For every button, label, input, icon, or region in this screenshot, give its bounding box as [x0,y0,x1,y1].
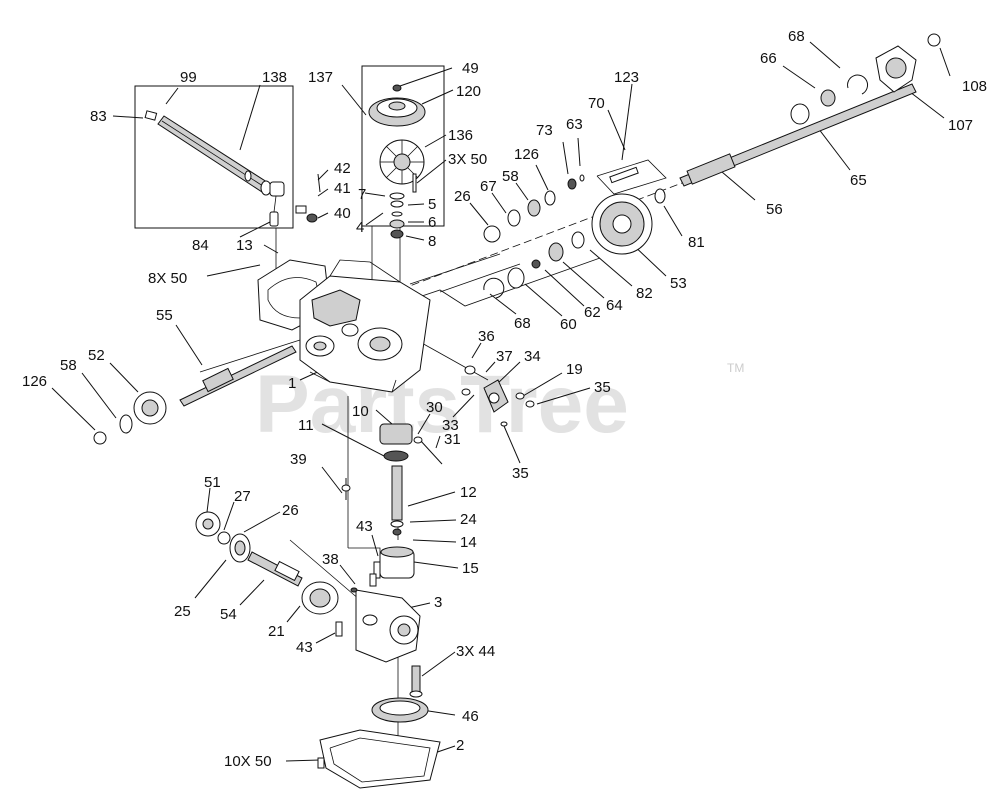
callout-10x50: 10X 50 [224,753,272,770]
callout-8x50: 8X 50 [148,270,187,287]
fan-assembly [295,84,426,239]
callout-30: 30 [426,399,443,416]
callout-126-left: 126 [22,373,47,390]
callout-58-left: 58 [60,357,77,374]
callout-137: 137 [308,69,333,86]
callout-52: 52 [88,347,105,364]
callout-68-bottom: 68 [514,315,531,332]
callout-38: 38 [322,551,339,568]
callout-35-upper: 35 [594,379,611,396]
callout-21: 21 [268,623,285,640]
callout-108: 108 [962,78,987,95]
callout-31: 31 [444,431,461,448]
callout-27: 27 [234,488,251,505]
tube-assembly [144,110,285,227]
callout-58-right: 58 [502,168,519,185]
callout-83: 83 [90,108,107,125]
callout-4: 4 [356,219,364,236]
callout-53: 53 [670,275,687,292]
callout-46: 46 [462,708,479,725]
callout-64: 64 [606,297,623,314]
callout-35-lower: 35 [512,465,529,482]
callout-3: 3 [434,594,442,611]
leader-lines [51,41,951,762]
callout-55: 55 [156,307,173,324]
callout-26-right: 26 [454,188,471,205]
callout-68-top: 68 [788,28,805,45]
callout-120: 120 [456,83,481,100]
callout-10: 10 [352,403,369,420]
callout-15: 15 [462,560,479,577]
callout-107: 107 [948,117,973,134]
watermark-trademark: TM [727,361,744,375]
callout-62: 62 [584,304,601,321]
callout-25: 25 [174,603,191,620]
callout-67: 67 [480,178,497,195]
callout-70: 70 [588,95,605,112]
callout-24: 24 [460,511,477,528]
callout-7: 7 [358,186,366,203]
callout-123: 123 [614,69,639,86]
callout-43-upper: 43 [356,518,373,535]
callout-6: 6 [428,214,436,231]
callout-14: 14 [460,534,477,551]
callout-labels: 99 138 83 137 49 120 136 3X 50 42 41 7 5… [22,28,987,770]
callout-54: 54 [220,606,237,623]
callout-41: 41 [334,180,351,197]
callout-99: 99 [180,69,197,86]
callout-37: 37 [496,348,513,365]
callout-8: 8 [428,233,436,250]
right-shaft-parts [483,33,941,299]
callout-3x44: 3X 44 [456,643,495,660]
callout-11: 11 [298,417,314,434]
tube-assembly-box [134,85,294,229]
callout-42: 42 [334,160,351,177]
center-valve-parts [341,423,443,579]
callout-40: 40 [334,205,351,222]
callout-136: 136 [448,127,473,144]
callout-73: 73 [536,122,553,139]
callout-34: 34 [524,348,541,365]
callout-65: 65 [850,172,867,189]
callout-5: 5 [428,196,436,213]
bracket-assembly-box [596,159,667,195]
callout-66: 66 [760,50,777,67]
callout-84: 84 [192,237,209,254]
callout-36: 36 [478,328,495,345]
left-axle-parts [93,345,297,445]
upper-housing [257,259,431,393]
callout-2: 2 [456,737,464,754]
callout-126-right: 126 [514,146,539,163]
lower-housing [317,573,441,789]
callout-56: 56 [766,201,783,218]
callout-19: 19 [566,361,583,378]
callout-3x50-top: 3X 50 [448,151,487,168]
callout-51: 51 [204,474,221,491]
watermark: PartsTree [255,359,629,450]
callout-63: 63 [566,116,583,133]
callout-39: 39 [290,451,307,468]
callout-43-lower: 43 [296,639,313,656]
callout-1: 1 [288,375,296,392]
right-control-parts [461,365,535,427]
callout-12: 12 [460,484,477,501]
callout-33: 33 [442,417,459,434]
callout-13: 13 [236,237,253,254]
callout-26-left: 26 [282,502,299,519]
left-lower-shaft [195,511,339,615]
callout-49: 49 [462,60,479,77]
callout-138: 138 [262,69,287,86]
callout-82: 82 [636,285,653,302]
callout-60: 60 [560,316,577,333]
callout-81: 81 [688,234,705,251]
